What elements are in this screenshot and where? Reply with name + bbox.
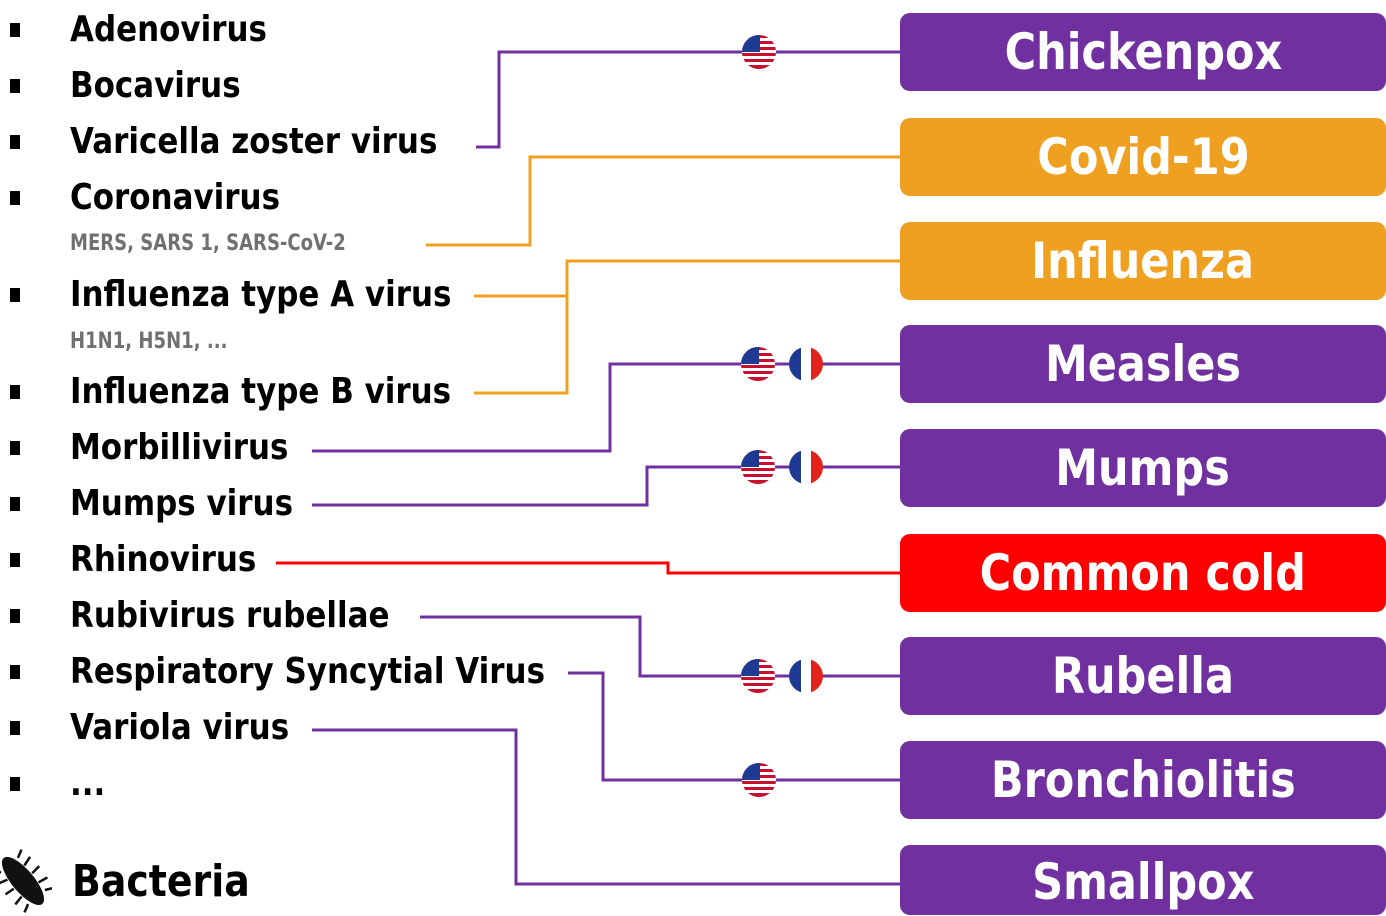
bullet	[10, 79, 20, 93]
link-varicella-chickenpox	[476, 50, 900, 149]
disease-box-covid-19: Covid-19	[900, 118, 1386, 196]
virus-label-rubivirus: Rubivirus rubellae	[70, 595, 390, 636]
disease-box-common-cold: Common cold	[900, 534, 1386, 612]
disease-label: Smallpox	[1031, 853, 1255, 911]
bullet	[10, 288, 20, 302]
disease-label: Rubella	[1051, 647, 1235, 705]
virus-label-influenza-a: Influenza type A virus	[70, 274, 452, 315]
virus-label-mumps-virus: Mumps virus	[70, 483, 294, 524]
influenza-a-strains: H1N1, H5N1, ...	[70, 329, 228, 354]
disease-label: Measles	[1044, 335, 1242, 393]
virus-label-influenza-b: Influenza type B virus	[70, 371, 452, 412]
disease-label: Chickenpox	[1004, 23, 1282, 81]
disease-box-chickenpox: Chickenpox	[900, 13, 1386, 91]
virus-label-varicella: Varicella zoster virus	[70, 121, 438, 162]
us-flag-icon	[741, 659, 775, 693]
bullet	[10, 553, 20, 567]
virus-label-rsv: Respiratory Syncytial Virus	[70, 651, 546, 692]
bullet	[10, 777, 20, 791]
bullet	[10, 385, 20, 399]
section-title-bacteria: Bacteria	[72, 856, 250, 907]
disease-box-mumps: Mumps	[900, 429, 1386, 507]
virus-label-bocavirus: Bocavirus	[70, 65, 241, 106]
coronavirus-strains: MERS, SARS 1, SARS-CoV-2	[70, 231, 346, 256]
virus-label-rhinovirus: Rhinovirus	[70, 539, 257, 580]
disease-box-rubella: Rubella	[900, 637, 1386, 715]
link-variola-smallpox	[312, 728, 900, 886]
disease-label: Bronchiolitis	[990, 751, 1296, 809]
link-rsv-bronchiolitis	[568, 671, 900, 782]
bullet	[10, 721, 20, 735]
disease-label: Common cold	[979, 544, 1307, 602]
bullet	[10, 191, 20, 205]
virus-label-morbillivirus: Morbillivirus	[70, 427, 289, 468]
link-coronavirus-covid	[426, 155, 900, 247]
bullet	[10, 497, 20, 511]
link-influenza-b	[474, 259, 900, 395]
disease-label: Mumps	[1055, 439, 1231, 497]
fr-flag-icon	[789, 659, 823, 693]
fr-flag-icon	[789, 347, 823, 381]
us-flag-icon	[741, 347, 775, 381]
bullet	[10, 135, 20, 149]
us-flag-icon	[742, 35, 776, 69]
virus-label-adenovirus: Adenovirus	[70, 9, 267, 50]
fr-flag-icon	[789, 450, 823, 484]
bacteria-icon	[0, 849, 52, 913]
virus-label-more: ...	[70, 763, 106, 804]
bullet	[10, 441, 20, 455]
disease-box-influenza: Influenza	[900, 222, 1386, 300]
bullet	[10, 665, 20, 679]
us-flag-icon	[741, 450, 775, 484]
link-rhinovirus-cold	[276, 561, 900, 575]
disease-box-smallpox: Smallpox	[900, 845, 1386, 915]
disease-label: Covid-19	[1036, 128, 1250, 186]
disease-box-bronchiolitis: Bronchiolitis	[900, 741, 1386, 819]
bullet	[10, 609, 20, 623]
virus-label-variola: Variola virus	[70, 707, 290, 748]
disease-box-measles: Measles	[900, 325, 1386, 403]
bullet	[10, 23, 20, 37]
virus-label-coronavirus: Coronavirus	[70, 177, 281, 218]
disease-label: Influenza	[1031, 232, 1255, 290]
us-flag-icon	[742, 763, 776, 797]
